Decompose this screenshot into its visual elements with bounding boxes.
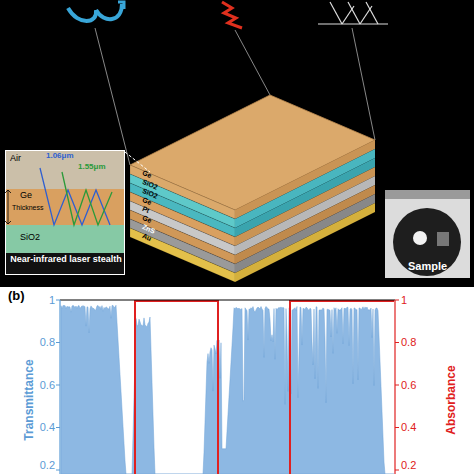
transmittance-curve bbox=[61, 305, 394, 474]
tick-label: 1 bbox=[401, 294, 407, 306]
ray-1550 bbox=[62, 172, 112, 225]
guide-line bbox=[235, 30, 270, 95]
panel-label: (b) bbox=[8, 289, 25, 303]
node-text: SiO2 bbox=[20, 233, 40, 243]
layer-side bbox=[235, 194, 375, 273]
axis-title: Transmittance bbox=[23, 359, 36, 440]
layer-side bbox=[235, 185, 375, 264]
thickness-arrow bbox=[5, 190, 11, 224]
absorbance-curve bbox=[135, 301, 394, 474]
band-fill bbox=[130, 228, 235, 282]
light-spot bbox=[413, 231, 427, 245]
tick-label: 0.6 bbox=[401, 379, 416, 391]
band-fill bbox=[130, 219, 235, 273]
laser-wave bbox=[222, 2, 242, 28]
dark-panel bbox=[0, 0, 474, 287]
guide-line bbox=[352, 28, 375, 140]
ray-1064 bbox=[40, 168, 110, 225]
photo-box: Sample bbox=[385, 190, 470, 278]
guide-line bbox=[95, 28, 130, 165]
clip bbox=[437, 232, 449, 246]
vortex-icon bbox=[68, 2, 124, 21]
tick-label: 0.2 bbox=[15, 459, 55, 471]
axis-title: Absorbance bbox=[445, 365, 458, 434]
layer-band: Au bbox=[130, 228, 235, 282]
reflection-icon bbox=[318, 2, 388, 24]
right-face bbox=[235, 140, 375, 282]
tick-label: 0.8 bbox=[15, 336, 55, 348]
photo-background bbox=[385, 190, 470, 278]
node-text: Near-infrared laser stealth bbox=[8, 255, 124, 265]
layer-band: ZnS bbox=[130, 219, 235, 273]
chart bbox=[56, 300, 399, 474]
ray bbox=[348, 2, 360, 24]
tick-label: 0.4 bbox=[401, 421, 416, 433]
tick-label: 1 bbox=[15, 294, 55, 306]
ray bbox=[366, 2, 378, 24]
swirl-arrow bbox=[68, 8, 96, 21]
tick-label: 0.8 bbox=[401, 336, 416, 348]
wavelength-label: 1.55μm bbox=[78, 163, 106, 172]
left-ticks bbox=[56, 300, 60, 470]
dimension-label: Thickness bbox=[12, 204, 44, 212]
node-text: Air bbox=[10, 154, 21, 164]
ray bbox=[330, 2, 342, 24]
right-ticks bbox=[395, 300, 399, 470]
inset-box: Near-infrared laser stealth AirGeSiO2 bbox=[5, 150, 125, 275]
sample-photo bbox=[385, 190, 470, 278]
right-axis bbox=[394, 300, 395, 474]
node-text: Ge bbox=[20, 191, 32, 201]
ruler bbox=[385, 190, 470, 199]
swirl-arrow bbox=[96, 4, 122, 19]
wavelength-label: 1.06μm bbox=[46, 152, 74, 161]
chart-frame bbox=[60, 300, 395, 301]
tick-label: 0.2 bbox=[401, 459, 416, 471]
layer-side bbox=[235, 203, 375, 282]
arrow-head bbox=[118, 2, 124, 9]
left-axis bbox=[59, 300, 60, 474]
node-text: Sample bbox=[385, 260, 470, 272]
inset-region: SiO2 bbox=[6, 225, 124, 253]
